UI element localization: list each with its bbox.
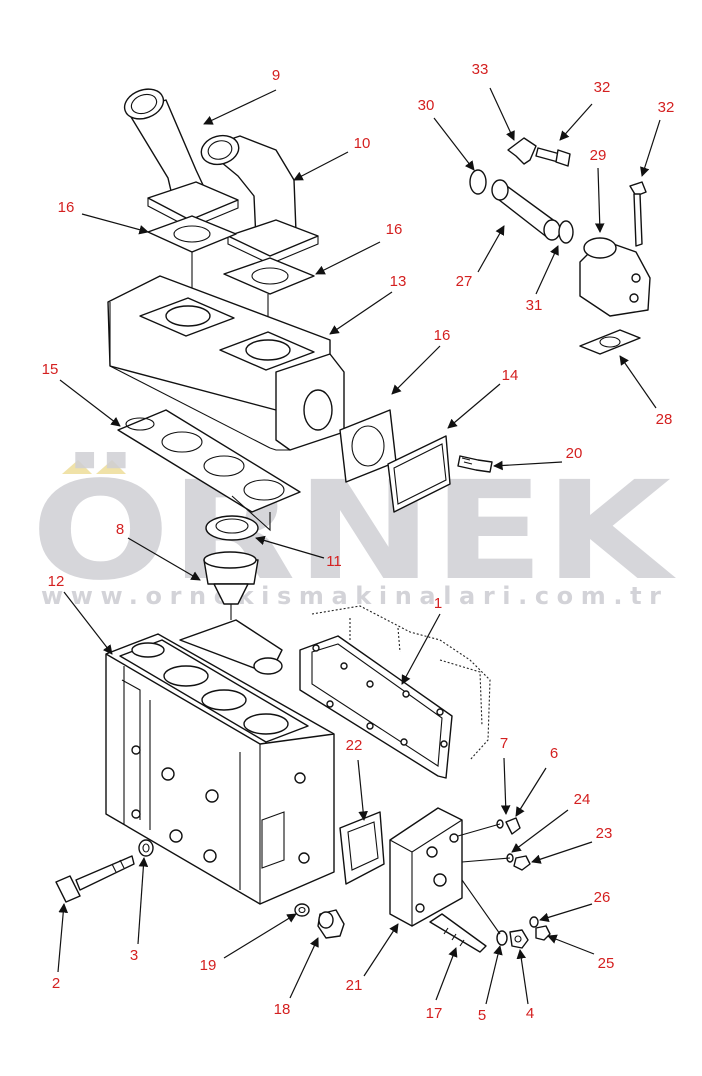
gasket-15 bbox=[117, 409, 301, 532]
callout-25: 25 bbox=[598, 955, 615, 972]
callout-7: 7 bbox=[500, 735, 508, 752]
callout-29: 29 bbox=[590, 147, 607, 164]
gasket-28 bbox=[579, 329, 641, 355]
callout-30: 31 bbox=[526, 297, 543, 314]
cover-plate-14 bbox=[387, 435, 451, 513]
washer-5 bbox=[496, 930, 508, 946]
callout-24: 24 bbox=[574, 791, 591, 808]
callout-6: 6 bbox=[550, 745, 558, 762]
plug-18 bbox=[317, 909, 345, 939]
washer-26 bbox=[529, 916, 539, 928]
callout-30: 30 bbox=[418, 97, 435, 114]
leader-lines bbox=[57, 87, 661, 1005]
elbow-pipe-9 bbox=[123, 88, 239, 229]
callout-18: 18 bbox=[274, 1001, 291, 1018]
tube-27 bbox=[491, 179, 561, 241]
elbow-pipe-10 bbox=[200, 134, 319, 265]
cylinder-head-12 bbox=[105, 619, 335, 905]
callout-22: 22 bbox=[346, 737, 363, 754]
callout-13: 13 bbox=[390, 273, 407, 290]
callout-12: 12 bbox=[48, 573, 65, 590]
callout-2: 2 bbox=[52, 975, 60, 992]
manifold-13 bbox=[107, 275, 345, 451]
o-ring-30-upper bbox=[469, 169, 487, 195]
bolt-2 bbox=[55, 855, 135, 903]
callout-3: 3 bbox=[130, 947, 138, 964]
clamp-33 bbox=[507, 137, 537, 165]
bolt-17 bbox=[429, 913, 487, 953]
nut-6 bbox=[505, 817, 521, 835]
callout-labels: 9 10 16 16 13 15 16 14 20 11 8 12 1 22 7… bbox=[42, 61, 675, 1024]
o-ring-30-lower bbox=[558, 220, 574, 244]
callout-16: 16 bbox=[386, 221, 403, 238]
bolt-32 bbox=[629, 181, 647, 247]
callout-19: 19 bbox=[200, 957, 217, 974]
gasket-22 bbox=[339, 811, 385, 885]
watermark-accent-mark bbox=[96, 460, 126, 474]
callout-33: 33 bbox=[472, 61, 489, 78]
callout-11: 11 bbox=[326, 553, 342, 570]
callout-32: 32 bbox=[658, 99, 675, 116]
callout-31: 32 bbox=[594, 79, 611, 96]
callout-27: 27 bbox=[456, 273, 473, 290]
callout-17: 17 bbox=[426, 1005, 443, 1022]
callout-20: 20 bbox=[566, 445, 583, 462]
bolt-31 bbox=[535, 147, 571, 167]
gasket-16-left bbox=[147, 215, 237, 253]
callout-23: 23 bbox=[596, 825, 613, 842]
callout-8: 8 bbox=[116, 521, 124, 538]
callout-14: 14 bbox=[502, 367, 519, 384]
callout-9: 9 bbox=[272, 67, 280, 84]
gasket-1 bbox=[299, 605, 491, 779]
seal-ring-11 bbox=[205, 515, 259, 541]
callout-21: 21 bbox=[346, 977, 363, 994]
gasket-16-right bbox=[223, 257, 315, 295]
nut-25 bbox=[535, 925, 551, 941]
nut-23 bbox=[513, 855, 531, 871]
watermark-accent-mark bbox=[62, 460, 92, 474]
washer-19 bbox=[294, 903, 310, 917]
callout-5: 5 bbox=[478, 1007, 486, 1024]
callout-28: 28 bbox=[656, 411, 673, 428]
callout-15: 15 bbox=[42, 361, 59, 378]
callout-1: 1 bbox=[434, 595, 442, 612]
housing-21 bbox=[389, 807, 463, 927]
thermostat-8 bbox=[203, 551, 259, 620]
washer-3 bbox=[138, 839, 154, 857]
callout-10: 10 bbox=[354, 135, 371, 152]
callout-16: 16 bbox=[58, 199, 75, 216]
callout-16: 16 bbox=[434, 327, 451, 344]
callout-4: 4 bbox=[526, 1005, 534, 1022]
elbow-housing-29 bbox=[579, 237, 651, 317]
callout-26: 26 bbox=[594, 889, 611, 906]
bolt-20 bbox=[457, 455, 493, 473]
nut-4 bbox=[509, 929, 529, 949]
